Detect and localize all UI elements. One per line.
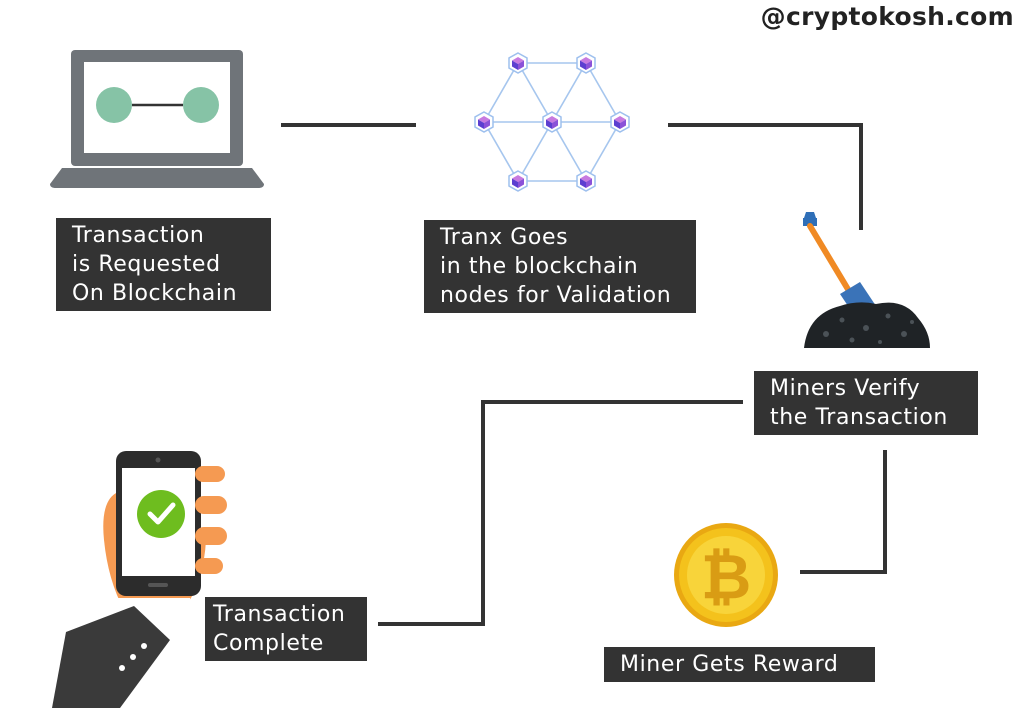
step-label-line: Complete <box>213 631 324 656</box>
step-transaction-requested: Transaction is Requested On Blockchain <box>56 218 271 311</box>
step-label-line: nodes for Validation <box>440 283 672 308</box>
step-label-line: is Requested <box>72 252 221 277</box>
network-node <box>474 111 494 133</box>
step-label-line: Tranx Goes <box>440 225 569 250</box>
connector-miners-to-complete <box>378 400 743 626</box>
watermark: @cryptokosh.com <box>760 2 1014 31</box>
step-miners-verify: Miners Verify the Transaction <box>754 371 978 435</box>
network-node <box>542 111 562 133</box>
step-label-line: Miner Gets Reward <box>620 652 839 677</box>
network-node <box>576 52 596 74</box>
connector-miners-to-reward <box>800 450 887 574</box>
laptop-icon <box>50 50 264 188</box>
shovel-coal-icon <box>803 212 930 348</box>
svg-text:₿: ₿ <box>701 540 752 613</box>
step-nodes-validation: Tranx Goes in the blockchain nodes for V… <box>424 220 696 313</box>
network-node <box>508 170 528 192</box>
step-label-line: Miners Verify <box>770 376 921 401</box>
network-node <box>576 170 596 192</box>
step-label-line: the Transaction <box>770 405 948 430</box>
phone-check-icon <box>52 451 227 708</box>
blockchain-network-icon <box>474 52 630 192</box>
bitcoin-coin-icon: ₿ <box>674 523 778 627</box>
step-label-line: in the blockchain <box>440 254 639 279</box>
step-label-line: Transaction <box>72 223 205 248</box>
connector-network-to-miners <box>668 123 863 230</box>
step-label-line: Transaction <box>213 602 346 627</box>
flow-connectors <box>281 123 887 626</box>
step-miner-reward: Miner Gets Reward <box>604 647 875 682</box>
network-node <box>610 111 630 133</box>
step-label-line: On Blockchain <box>72 281 238 306</box>
step-transaction-complete: Transaction Complete <box>205 597 367 661</box>
network-node <box>508 52 528 74</box>
